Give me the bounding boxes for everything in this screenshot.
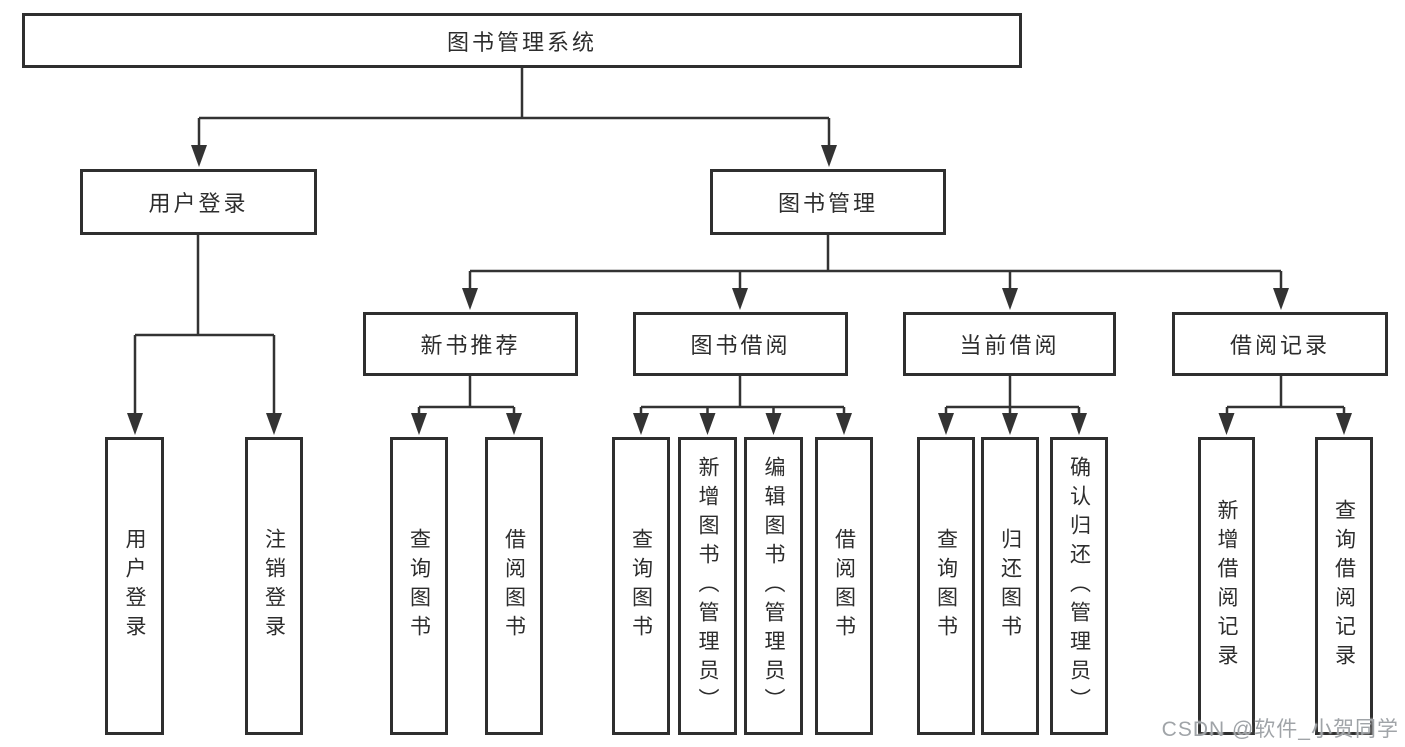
- node-label: 编辑图书（管理员）: [762, 455, 786, 717]
- node-user-login: 用户登录: [80, 169, 317, 235]
- node-label: 注销登录: [262, 528, 286, 644]
- leaf-cb-query-books: 查询图书: [917, 437, 975, 735]
- node-label: 新书推荐: [420, 333, 521, 358]
- leaf-cb-confirm-return-admin: 确认归还（管理员）: [1050, 437, 1108, 735]
- node-label: 用户登录: [123, 528, 147, 644]
- leaf-cb-return-books: 归还图书: [981, 437, 1039, 735]
- leaf-user-login: 用户登录: [105, 437, 164, 735]
- node-label: 图书借阅: [690, 333, 791, 358]
- leaf-bb-query-books: 查询图书: [612, 437, 670, 735]
- node-label: 查询图书: [407, 528, 431, 644]
- leaf-bb-edit-book-admin: 编辑图书（管理员）: [744, 437, 803, 735]
- node-label: 确认归还（管理员）: [1067, 455, 1091, 717]
- leaf-nb-query-books: 查询图书: [390, 437, 448, 735]
- node-label: 查询借阅记录: [1332, 499, 1356, 673]
- node-new-book-recommend: 新书推荐: [363, 312, 578, 376]
- node-library-system: 图书管理系统: [22, 13, 1022, 68]
- node-label: 归还图书: [998, 528, 1022, 644]
- node-current-borrow: 当前借阅: [903, 312, 1116, 376]
- leaf-br-query-record: 查询借阅记录: [1315, 437, 1373, 735]
- node-label: 新增借阅记录: [1215, 499, 1239, 673]
- leaf-nb-borrow-books: 借阅图书: [485, 437, 543, 735]
- node-label: 借阅图书: [832, 528, 856, 644]
- leaf-bb-borrow-books: 借阅图书: [815, 437, 873, 735]
- node-label: 图书管理系统: [446, 29, 597, 55]
- node-label: 借阅图书: [502, 528, 526, 644]
- node-label: 借阅记录: [1229, 333, 1330, 358]
- leaf-br-add-record: 新增借阅记录: [1198, 437, 1255, 735]
- node-label: 图书管理: [777, 191, 878, 216]
- node-label: 查询图书: [629, 528, 653, 644]
- node-book-borrow: 图书借阅: [633, 312, 848, 376]
- node-book-management: 图书管理: [710, 169, 946, 235]
- node-borrow-records: 借阅记录: [1172, 312, 1388, 376]
- node-label: 查询图书: [934, 528, 958, 644]
- node-label: 用户登录: [148, 191, 249, 216]
- leaf-bb-add-book-admin: 新增图书（管理员）: [678, 437, 737, 735]
- node-label: 当前借阅: [959, 333, 1060, 358]
- node-label: 新增图书（管理员）: [696, 455, 720, 717]
- leaf-logout: 注销登录: [245, 437, 303, 735]
- watermark-csdn: CSDN @软件_小贺同学: [1161, 718, 1399, 741]
